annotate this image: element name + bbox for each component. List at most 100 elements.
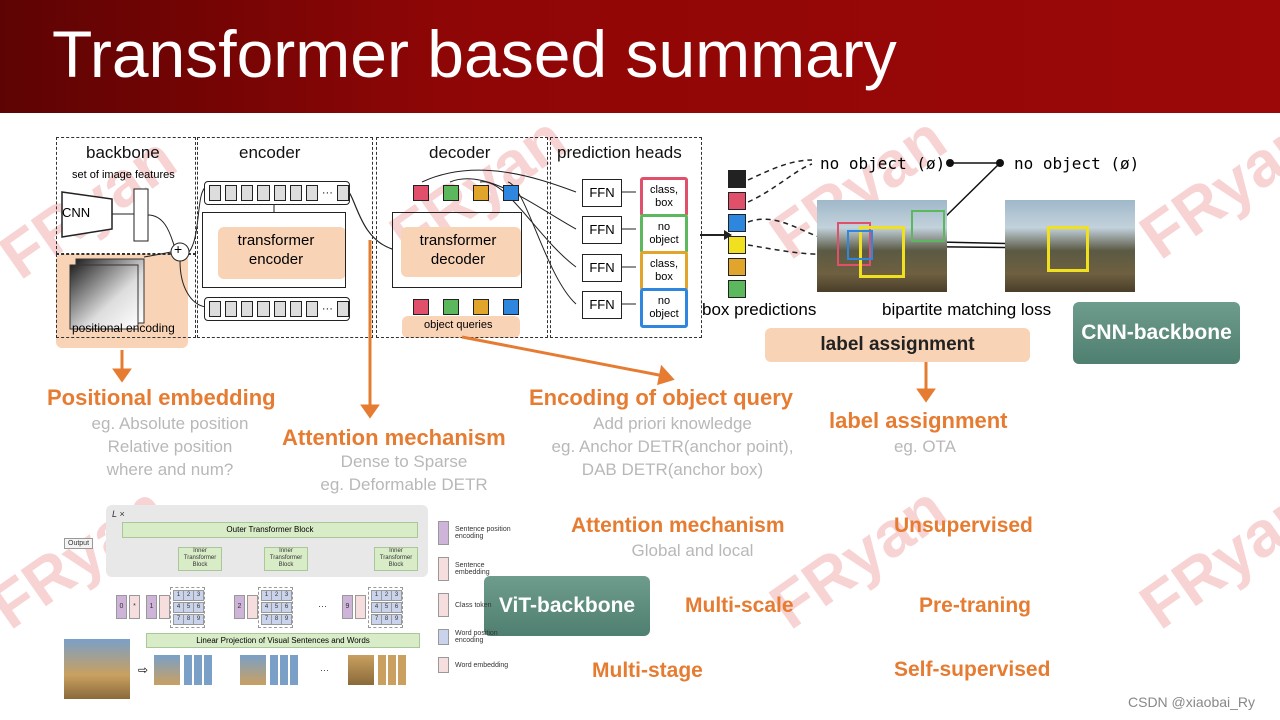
bipartite-label: bipartite matching loss (882, 300, 1052, 319)
photo-left (817, 200, 947, 292)
photo-right (1005, 200, 1135, 292)
outer-block: Outer Transformer Block (122, 522, 418, 538)
class-token-group: 0 * (116, 595, 140, 619)
encoder-bottom-tokens: ··· (204, 297, 350, 321)
cnn-shape (61, 191, 113, 238)
no-object-label-2: no object (ø) (1014, 154, 1140, 173)
query-out-3 (473, 185, 489, 201)
posenc-box (56, 254, 196, 338)
head-4: no object (640, 288, 688, 328)
patch-9-words (378, 655, 408, 685)
multiscale-label: Multi-scale (685, 594, 794, 617)
tnt-ellipsis-2: ··· (320, 665, 329, 675)
query-in-3 (473, 299, 489, 315)
diagram-svg (61, 169, 636, 330)
object-query-desc: Add priori knowledge eg. Anchor DETR(anc… (551, 414, 794, 479)
query-out-2 (443, 185, 459, 201)
tnt-ellipsis: ··· (318, 601, 327, 611)
image-features-label: set of image features (72, 169, 175, 181)
head-1: class, box (640, 177, 688, 217)
plus-label: + (174, 241, 183, 257)
attention2-title: Attention mechanism (571, 514, 785, 537)
attention-desc: Dense to Sparse eg. Deformable DETR (320, 452, 488, 494)
tnt-input-image (64, 639, 130, 699)
csdn-watermark: CSDN @xiaobai_Ry (1128, 694, 1256, 710)
ffn-2: FFN (582, 216, 622, 244)
box-pred-2 (728, 192, 746, 210)
box-predictions-stack (728, 170, 746, 298)
patch-2 (240, 655, 266, 685)
title-bar (0, 0, 1280, 113)
object-queries-label: object queries (424, 319, 493, 331)
inner-block-1: Inner Transformer Block (178, 547, 222, 571)
inner-block-3: Inner Transformer Block (374, 547, 418, 571)
query-in-2 (443, 299, 459, 315)
encoder-box (197, 137, 373, 338)
pos-embedding-title: Positional embedding (47, 385, 276, 410)
label-assign-title: label assignment (829, 408, 1008, 433)
vit-backbone-badge: ViT-backbone (484, 576, 650, 636)
transformer-encoder-label: transformer encoder (237, 232, 315, 268)
label-assign-desc: eg. OTA (893, 437, 957, 456)
decoder-block (392, 212, 522, 288)
multistage-label: Multi-stage (592, 659, 703, 682)
decoder-highlight (401, 227, 521, 277)
encoder-highlight (218, 227, 346, 279)
sentence-2: 2 (234, 595, 258, 619)
pred-box-blue (847, 230, 873, 260)
pos-embedding-desc: eg. Absolute position Relative position … (91, 414, 249, 479)
encoder-block (202, 212, 346, 288)
tnt-lx: L × (112, 509, 125, 519)
cnn-backbone-badge: CNN-backbone (1073, 302, 1240, 364)
backbone-label: backbone (86, 143, 160, 162)
sentence-1: 1 (146, 595, 170, 619)
patch-1 (154, 655, 180, 685)
query-in-1 (413, 299, 429, 315)
no-object-label-1: no object (ø) (820, 154, 946, 173)
backbone-box (56, 137, 196, 254)
query-out-1 (413, 185, 429, 201)
box-pred-5 (728, 258, 746, 276)
query-out-4 (503, 185, 519, 201)
posenc-label: positional encoding (72, 321, 175, 335)
box-pred-4 (728, 236, 746, 254)
box-pred-3 (728, 214, 746, 232)
label-assignment-box: label assignment (765, 328, 1030, 362)
cnn-label: CNN (62, 205, 91, 220)
transformer-decoder-label: transformer decoder (419, 232, 497, 268)
pred-box-yellow (859, 226, 905, 278)
box-predictions-label: box predictions (702, 300, 817, 319)
pred-box-green (911, 210, 945, 242)
pred-box-red (837, 222, 871, 266)
attention2-desc: Global and local (631, 541, 754, 560)
box-pred-1 (728, 170, 746, 188)
prediction-heads-box (550, 137, 702, 338)
ffn-1: FFN (582, 179, 622, 207)
queries-highlight (402, 316, 520, 338)
decoder-out-queries (413, 185, 519, 201)
box-pred-6 (728, 280, 746, 298)
query-in-4 (503, 299, 519, 315)
detr-diagram: backbone set of image features CNN + pos… (56, 137, 702, 348)
ffn-4: FFN (582, 291, 622, 319)
tnt-diagram: L × Outer Transformer Block Output Inner… (62, 505, 511, 705)
patch-2-words (270, 655, 300, 685)
selfsup-label: Self-supervised (894, 658, 1051, 681)
inner-block-2: Inner Transformer Block (264, 547, 308, 571)
prediction-heads-label: prediction heads (557, 143, 682, 162)
tnt-legend: Sentence position encoding Sentence embe… (438, 521, 511, 673)
tnt-output: Output (64, 538, 94, 549)
tnt-arrow: ⇨ (138, 663, 149, 677)
linear-projection: Linear Projection of Visual Sentences an… (146, 633, 420, 648)
unsupervised-label: Unsupervised (894, 514, 1033, 537)
attention-title: Attention mechanism (282, 425, 506, 450)
ffn-3: FFN (582, 254, 622, 282)
encoder-top-tokens: ··· (204, 181, 350, 205)
gt-box-yellow (1047, 226, 1089, 272)
encoder-label: encoder (239, 143, 301, 162)
head-3: class, box (640, 251, 688, 291)
